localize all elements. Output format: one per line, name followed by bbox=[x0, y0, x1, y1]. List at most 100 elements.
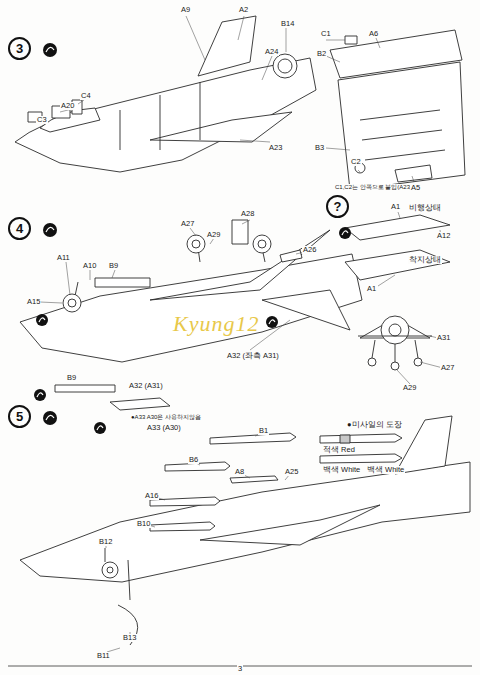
part-number: A32 (A31) bbox=[128, 382, 164, 390]
glue-icons bbox=[34, 43, 351, 434]
line-art bbox=[95, 278, 150, 287]
part-number: A24 bbox=[264, 48, 279, 56]
step-number: 3 bbox=[16, 42, 23, 55]
part-number: B2 bbox=[316, 50, 327, 58]
line-art bbox=[20, 254, 362, 362]
part-number: A8 bbox=[234, 468, 245, 476]
part-number: A5 bbox=[410, 184, 421, 192]
part-number: B14 bbox=[280, 20, 295, 28]
part-number: A23 bbox=[268, 144, 283, 152]
line-art bbox=[34, 389, 46, 401]
part-number: B12 bbox=[98, 538, 113, 546]
note-text: 비행상태 bbox=[408, 204, 442, 212]
step-number-circle: 5 bbox=[8, 405, 31, 428]
line-art bbox=[339, 227, 351, 239]
part-number: A10 bbox=[82, 262, 97, 270]
line-art bbox=[230, 476, 278, 483]
line-art bbox=[273, 54, 297, 78]
line-art bbox=[198, 16, 256, 76]
part-number: A31 bbox=[436, 334, 451, 342]
line-art bbox=[40, 16, 286, 142]
part-number: C1 bbox=[320, 30, 332, 38]
line-art bbox=[37, 393, 43, 397]
step-number-circle: ? bbox=[326, 195, 349, 218]
line-art bbox=[46, 47, 54, 52]
part-number: A26 bbox=[302, 246, 317, 254]
part-number: B6 bbox=[188, 456, 199, 464]
part-number: A27 bbox=[440, 364, 455, 372]
line-art bbox=[20, 462, 470, 582]
part-number: A33 (A30) bbox=[146, 424, 182, 432]
line-art bbox=[63, 294, 81, 312]
part-number: A29 bbox=[402, 384, 417, 392]
part-number: C4 bbox=[80, 92, 92, 100]
line-art bbox=[320, 434, 402, 443]
line-art bbox=[110, 398, 170, 410]
line-art bbox=[75, 248, 265, 296]
line-art bbox=[46, 415, 54, 420]
line-art bbox=[395, 165, 432, 182]
note-text: C1,C2는 안쪽으로 붙임(A23) bbox=[334, 184, 413, 191]
line-art bbox=[43, 223, 57, 237]
line-art bbox=[269, 320, 275, 324]
note-text: ●미사일의 도장 bbox=[346, 421, 403, 429]
step5-art bbox=[20, 416, 470, 645]
line-art bbox=[39, 318, 45, 322]
part-number: B3 bbox=[314, 144, 325, 152]
line-art bbox=[43, 43, 57, 57]
line-art bbox=[262, 290, 350, 330]
line-art bbox=[150, 497, 220, 506]
line-art bbox=[210, 433, 296, 444]
line-art bbox=[150, 112, 292, 142]
note-text: 착지상태 bbox=[408, 256, 442, 264]
part-number: C2 bbox=[350, 158, 362, 166]
line-art bbox=[381, 316, 409, 344]
part-number: A2 bbox=[238, 6, 249, 14]
line-art bbox=[345, 250, 450, 280]
step-number: 4 bbox=[16, 222, 23, 235]
line-art bbox=[43, 411, 57, 425]
step-number-circle: 4 bbox=[8, 217, 31, 240]
line-art bbox=[97, 426, 103, 430]
part-number: B9 bbox=[108, 262, 119, 270]
part-number: A29 bbox=[206, 231, 221, 239]
part-number: A20 bbox=[60, 102, 75, 110]
part-number: A27 bbox=[180, 220, 195, 228]
line-art bbox=[320, 454, 402, 463]
part-number: A6 bbox=[368, 30, 379, 38]
part-number: C3 bbox=[36, 116, 48, 124]
step-number-circle: 3 bbox=[8, 37, 31, 60]
note-text: ●A33 A30은 사용하지않음 bbox=[130, 414, 202, 421]
part-number: A28 bbox=[240, 210, 255, 218]
line-art bbox=[360, 110, 445, 160]
part-number: B9 bbox=[66, 374, 77, 382]
line-art bbox=[120, 82, 200, 150]
line-art bbox=[266, 316, 278, 328]
part-number: B1 bbox=[258, 427, 269, 435]
line-art bbox=[68, 299, 76, 307]
line-art bbox=[106, 434, 290, 652]
part-number: A25 bbox=[284, 468, 299, 476]
step4-art bbox=[20, 215, 450, 410]
line-art bbox=[94, 422, 106, 434]
part-number: A1 bbox=[390, 203, 401, 211]
part-number: B13 bbox=[122, 634, 137, 642]
step-number: 5 bbox=[16, 410, 23, 423]
line-art bbox=[391, 362, 399, 370]
part-number: A11 bbox=[56, 254, 71, 262]
part-number: A9 bbox=[180, 6, 191, 14]
line-art bbox=[150, 522, 215, 531]
note-text: 백색 White bbox=[366, 466, 405, 474]
line-art bbox=[278, 59, 292, 73]
part-number: B11 bbox=[96, 652, 111, 660]
line-art bbox=[55, 385, 115, 392]
line-art bbox=[253, 235, 271, 253]
line-art bbox=[46, 227, 54, 232]
leader-lines bbox=[40, 16, 443, 652]
line-art bbox=[368, 358, 376, 366]
line-art bbox=[232, 220, 248, 244]
note-text: 적색 Red bbox=[322, 446, 356, 454]
line-art bbox=[358, 336, 432, 362]
line-art bbox=[118, 605, 138, 645]
